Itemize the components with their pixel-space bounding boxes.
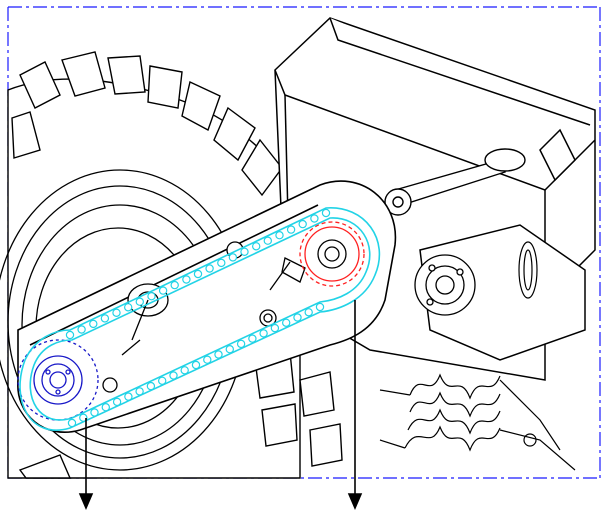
chain-roller — [100, 314, 110, 323]
chain-roller — [112, 397, 122, 407]
chain-roller — [321, 208, 331, 218]
chain-roller — [182, 275, 191, 284]
chain-links — [65, 208, 331, 428]
chain-roller — [270, 323, 280, 333]
chain-roller — [169, 371, 178, 380]
chain-roller — [180, 366, 189, 375]
chain-roller — [89, 319, 98, 329]
driven-sprocket-callout — [78, 418, 94, 511]
chain-roller — [252, 242, 261, 251]
drive-sprocket — [299, 221, 365, 287]
chain-roller — [236, 339, 246, 349]
chain-roller — [203, 355, 212, 364]
chain-roller — [228, 253, 238, 262]
chain-roller — [101, 403, 111, 412]
chain-roller — [146, 381, 156, 391]
chain-roller — [135, 297, 144, 306]
chain-roller — [90, 408, 99, 417]
chain-roller — [135, 387, 144, 396]
chain-roller — [310, 214, 319, 223]
chain-roller — [123, 303, 133, 312]
chain-roller — [214, 350, 223, 359]
chain-roller — [286, 225, 296, 234]
chain-roller — [298, 219, 307, 229]
chain-roller — [259, 329, 268, 338]
chain-roller — [170, 280, 179, 290]
chain-roller — [205, 264, 214, 273]
chain-roller — [147, 292, 156, 301]
chain-roller — [79, 413, 88, 422]
chain-roller — [275, 230, 284, 240]
chain-roller — [77, 325, 86, 334]
housing-hub — [414, 254, 476, 316]
plate-studs — [102, 241, 306, 393]
chain-roller — [315, 302, 325, 312]
chain-roller — [67, 418, 77, 428]
chain-roller — [304, 308, 313, 317]
chain-roller — [225, 345, 234, 354]
chain-roller — [157, 376, 167, 385]
chain-roller — [124, 392, 133, 401]
chain-roller — [193, 269, 203, 279]
chain-roller — [282, 318, 291, 327]
adjustment-lever — [384, 148, 526, 216]
chain-roller — [112, 308, 121, 317]
chain-roller — [263, 236, 272, 245]
chain-roller — [217, 258, 226, 268]
drive-sprocket-callout — [347, 300, 363, 511]
bracket-gear — [518, 241, 538, 299]
chain-roller — [65, 330, 75, 340]
roller-chain — [19, 207, 381, 431]
chain-roller — [240, 247, 249, 256]
chain-roller — [248, 334, 257, 343]
chain-roller — [293, 313, 302, 322]
chain-roller — [191, 360, 201, 370]
tension-springs — [379, 373, 576, 471]
chain-roller — [158, 286, 168, 295]
